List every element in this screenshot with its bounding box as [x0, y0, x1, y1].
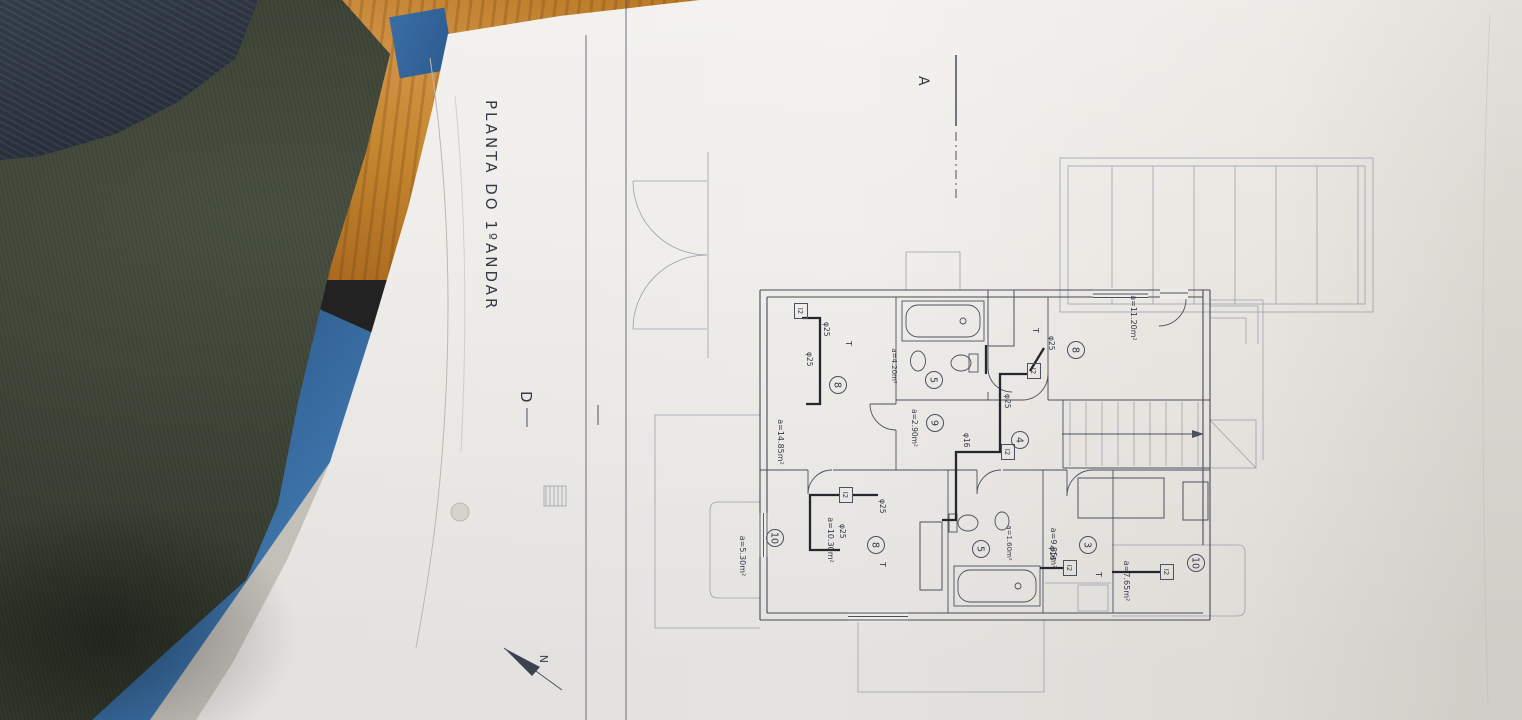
pipe-diameter: φ25	[838, 524, 847, 539]
room-label: 5 a=1.60m²	[972, 525, 1013, 561]
railed-balcony	[1059, 157, 1374, 313]
tap-mark: T	[1031, 327, 1040, 333]
room-area: a=5.30m²	[738, 536, 747, 576]
room-area: a=10.30m²	[826, 517, 835, 563]
room-label: 8 a=10.30m²	[826, 517, 885, 563]
pipe-tag: I2	[1162, 569, 1170, 576]
bathtub	[901, 300, 985, 342]
paper-fold-lines	[415, 13, 1491, 707]
sheet-marks: PLANTA DO 1ºANDAR D N	[450, 0, 957, 720]
room-area: a=2.90m²	[910, 409, 919, 447]
room-number: 5	[928, 377, 939, 383]
room-number: 4	[1014, 437, 1025, 443]
room-area: a=14.85m²	[776, 419, 785, 465]
pipe-diameter: φ25	[1047, 336, 1056, 351]
room-number: 8	[832, 382, 843, 388]
pipe-tag: I2	[1065, 565, 1073, 572]
plumbing-runs	[802, 316, 1160, 574]
outer-walls	[758, 288, 1211, 622]
room-number: 5	[975, 546, 986, 552]
pipe-diameter: φ25	[805, 352, 814, 367]
toilet-2	[948, 513, 979, 533]
pipe-tag: I2	[796, 308, 804, 315]
pipe-diameter: φ25	[1003, 394, 1012, 409]
bathroom-fixtures	[901, 300, 1041, 607]
north-arrow: N	[503, 647, 563, 691]
rotated-plan: PLANTA DO 1ºANDAR D N	[450, 0, 1374, 720]
room-number: 10	[769, 532, 780, 544]
pipe-tag: I2	[1029, 368, 1037, 375]
tap-mark: T	[878, 561, 887, 567]
exterior-outlines	[632, 152, 1374, 693]
pipe-diameter: φ25	[822, 322, 831, 337]
room-label: 5 a=4.20m²	[890, 348, 943, 389]
room-label: 9 a=2.90m²	[910, 409, 944, 447]
room-area: a=7.65m²	[1122, 561, 1131, 601]
room-area: a=11.20m²	[1129, 295, 1138, 341]
pipe-diameter: φ16	[1048, 546, 1057, 561]
room-number: 8	[870, 542, 881, 548]
scale-bar	[543, 485, 567, 507]
interior-partitions	[760, 289, 1210, 613]
tap-marks: T T T T	[844, 327, 1103, 577]
section-label-a: A	[915, 76, 931, 86]
hatched-piers	[919, 289, 1209, 591]
room-label: 4	[1011, 431, 1029, 449]
tap-mark: T	[844, 340, 853, 346]
room-area: a=1.60m²	[1005, 525, 1013, 561]
punch-hole	[450, 502, 470, 522]
room-area: a=9.85m²	[1049, 528, 1058, 568]
room-labels: 8 a=11.20m² 3 a=9.85m² 10 a=7.65m² 4 9 a…	[738, 295, 1205, 601]
pipe-diameter: φ16	[962, 433, 971, 448]
room-number: 10	[1190, 557, 1201, 569]
section-marker-a: A	[915, 55, 957, 198]
pipe-diameter: φ25	[878, 499, 887, 514]
window-symbols	[758, 288, 1188, 622]
room-label: 10 a=5.30m²	[738, 529, 784, 576]
pipe-diameters: φ25 φ25 φ25 φ25 φ25 φ25 φ16 φ16	[805, 322, 1057, 561]
bathtub-2	[953, 565, 1041, 607]
sink-2	[994, 511, 1010, 531]
pipe-tag: I2	[841, 492, 849, 499]
pipe-tags: I2 I2 I2 I2 I2 I2	[794, 303, 1174, 580]
room-label: 8 a=14.85m²	[776, 376, 847, 465]
north-label: N	[537, 655, 550, 663]
room-label: 3 a=9.85m²	[1049, 528, 1097, 568]
room-label: 10 a=7.65m²	[1122, 554, 1205, 601]
room-number: 9	[929, 420, 940, 426]
staircase	[1062, 402, 1204, 466]
room-number: 8	[1070, 347, 1081, 353]
sleeve-shadow	[0, 430, 360, 720]
room-number: 3	[1082, 542, 1093, 548]
pipe-tag: I2	[1003, 449, 1011, 456]
double-door	[632, 152, 709, 358]
plan-title: PLANTA DO 1ºANDAR	[482, 100, 500, 311]
room-label: 8 a=11.20m²	[1067, 295, 1138, 359]
sink	[910, 350, 926, 372]
tap-mark: T	[1094, 571, 1103, 577]
room-area: a=4.20m²	[890, 348, 898, 384]
marker-d: D	[517, 391, 535, 403]
toilet	[950, 353, 979, 373]
